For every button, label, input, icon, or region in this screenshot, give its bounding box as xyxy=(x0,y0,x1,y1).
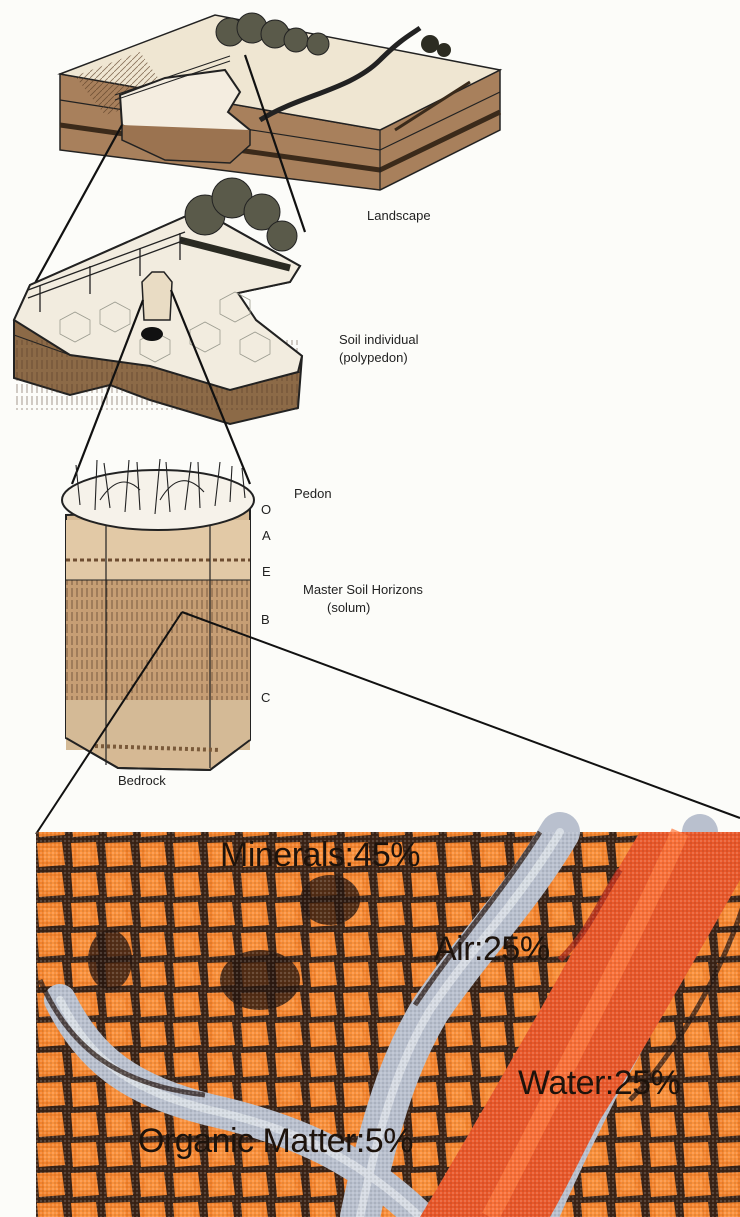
water-label: Water:25% xyxy=(518,1064,680,1103)
horizon-label-a: A xyxy=(262,528,271,543)
bedrock-label: Bedrock xyxy=(118,773,166,788)
pedon-label: Pedon xyxy=(294,486,332,501)
polypedon-label: (polypedon) xyxy=(339,350,408,365)
soil-individual-label: Soil individual xyxy=(339,332,419,347)
air-label: Air:25% xyxy=(434,930,550,969)
landscape-block xyxy=(60,13,500,190)
pedon-block xyxy=(62,459,254,770)
minerals-label: Minerals:45% xyxy=(220,836,420,875)
horizon-label-b: B xyxy=(261,612,270,627)
horizon-label-e: E xyxy=(262,564,271,579)
master-horizons-label: Master Soil Horizons xyxy=(303,582,423,597)
solum-label: (solum) xyxy=(327,600,370,615)
landscape-label: Landscape xyxy=(367,208,431,223)
horizon-label-o: O xyxy=(261,502,271,517)
polypedon-block xyxy=(14,178,302,424)
organic-matter-label: Organic Matter:5% xyxy=(138,1122,413,1161)
horizon-label-c: C xyxy=(261,690,270,705)
